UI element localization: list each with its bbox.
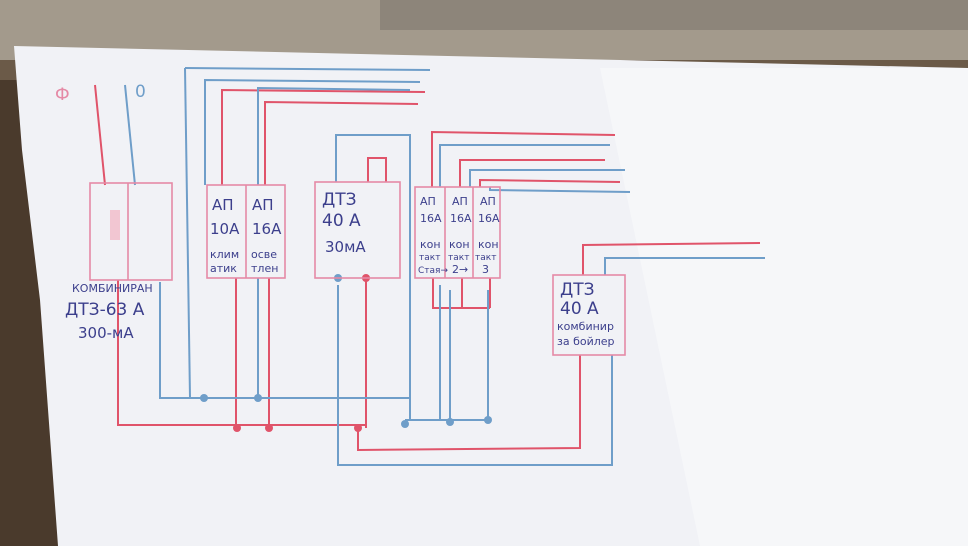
socket-breaker-1: АП 16А кон такт Стая→: [418, 195, 448, 276]
neutral-label: 0: [135, 82, 146, 102]
svg-text:кон: кон: [449, 238, 470, 251]
svg-text:такт: такт: [448, 253, 469, 263]
ac-breaker-label1: клим: [210, 248, 239, 261]
boiler-rcd-rating: 40 А: [560, 299, 599, 319]
neutral-wires: [124, 67, 765, 466]
rcd-sensitivity: 30мА: [325, 238, 366, 256]
light-breaker-type: АП: [252, 196, 274, 214]
light-breaker-label1: осве: [251, 248, 277, 261]
svg-text:2→: 2→: [452, 263, 468, 276]
svg-text:16А: 16А: [450, 212, 472, 225]
socket-breaker-2: АП 16А кон такт 2→: [448, 195, 472, 276]
main-breaker-line1: КОМБИНИРАН: [72, 282, 153, 295]
ac-breaker-rating: 10А: [210, 220, 240, 238]
main-breaker-box: [89, 182, 173, 281]
rcd-40-box: [314, 181, 401, 279]
main-breaker-line2: ДТЗ-63 А: [65, 300, 145, 320]
socket-breaker-3: АП 16А кон такт 3: [475, 195, 500, 276]
rcd-type: ДТЗ: [322, 190, 357, 210]
svg-text:16А: 16А: [478, 212, 500, 225]
boiler-rcd-type: ДТЗ: [560, 280, 595, 300]
laptop-edge: [380, 0, 968, 30]
svg-text:такт: такт: [419, 253, 440, 263]
svg-text:АП: АП: [452, 195, 468, 208]
boiler-rcd-box: [552, 274, 626, 356]
boiler-rcd-label1: комбинир: [557, 320, 614, 333]
rcd-rating: 40 А: [322, 211, 361, 231]
phase-label: Ф: [55, 85, 70, 105]
ac-breaker-type: АП: [212, 196, 234, 214]
phase-wires: [94, 84, 761, 452]
svg-text:АП: АП: [420, 195, 436, 208]
svg-text:Стая→: Стая→: [418, 266, 448, 276]
svg-text:16А: 16А: [420, 212, 442, 225]
svg-text:кон: кон: [420, 238, 441, 251]
ac-breaker-label2: атик: [210, 262, 237, 275]
boiler-rcd-label2: за бойлер: [557, 335, 615, 348]
svg-text:такт: такт: [475, 253, 496, 263]
terminal-dots: [200, 274, 492, 432]
socket-breakers-box: [414, 186, 501, 279]
main-breaker-line3: 300-мА: [78, 324, 134, 342]
svg-text:кон: кон: [478, 238, 499, 251]
svg-text:3: 3: [482, 263, 489, 276]
light-breaker-rating: 16А: [252, 220, 282, 238]
light-breaker-label2: тлен: [251, 262, 278, 275]
svg-text:АП: АП: [480, 195, 496, 208]
